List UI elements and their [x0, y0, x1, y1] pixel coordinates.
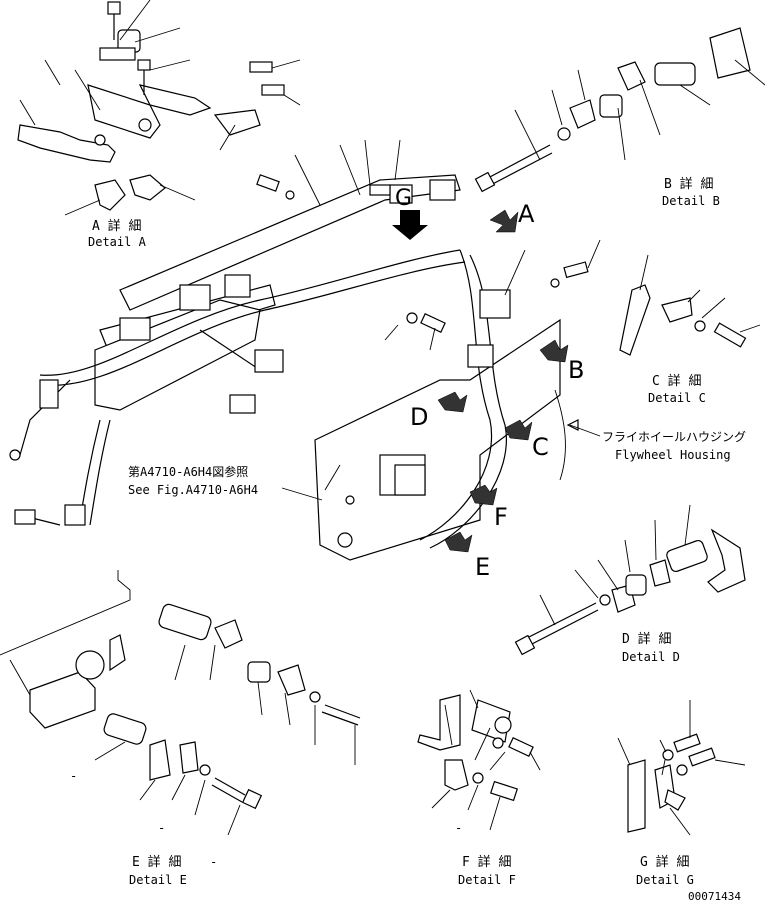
detail-e-drawing: - - - E 詳 細 Detail E [0, 570, 361, 887]
detail-f-dash: - [455, 821, 462, 835]
drawing-number: 00071434 [688, 890, 741, 903]
detail-b-en-label: Detail B [662, 194, 720, 208]
detail-c-drawing: C 詳 細 Detail C [619, 254, 761, 405]
detail-a-en-label: Detail A [88, 235, 147, 249]
detail-g-en-label: Detail G [636, 873, 694, 887]
detail-e-en-label: Detail E [129, 873, 187, 887]
detail-e-dash-b: - [158, 821, 165, 835]
detail-g-drawing: G 詳 細 Detail G [617, 700, 746, 887]
callout-a: A [518, 200, 535, 228]
callout-c: C [532, 433, 549, 461]
detail-a-jp-label: A 詳 細 [92, 218, 141, 234]
detail-c-en-label: Detail C [648, 391, 706, 405]
detail-d-jp-label: D 詳 細 [622, 631, 671, 647]
detail-f-jp-label: F 詳 細 [462, 854, 511, 870]
main-harness-assembly [9, 139, 601, 561]
detail-e-dash-c: - [210, 855, 217, 869]
callout-b: B [568, 356, 584, 384]
detail-c-jp-label: C 詳 細 [652, 373, 701, 389]
detail-f-en-label: Detail F [458, 873, 516, 887]
callout-f: F [494, 503, 508, 531]
detail-b-drawing: B 詳 細 Detail B [474, 27, 765, 208]
flywheel-housing-en: Flywheel Housing [615, 448, 731, 462]
detail-a-drawing: A 詳 細 Detail A [17, 0, 301, 249]
detail-g-jp-label: G 詳 細 [640, 854, 689, 870]
see-fig-jp: 第A4710-A6H4図参照 [128, 464, 248, 479]
callout-e: E [475, 553, 490, 581]
detail-f-drawing: - F 詳 細 Detail F [417, 689, 541, 887]
see-fig-en: See Fig.A4710-A6H4 [128, 483, 258, 497]
detail-d-drawing: D 詳 細 Detail D [514, 504, 746, 664]
detail-e-dash-a: - [70, 769, 77, 783]
detail-d-en-label: Detail D [622, 650, 680, 664]
callout-d: D [410, 403, 428, 431]
callout-g: G [395, 186, 412, 211]
detail-b-jp-label: B 詳 細 [664, 176, 713, 192]
flywheel-housing-jp: フライホイールハウジング [602, 430, 746, 444]
detail-e-jp-label: E 詳 細 [132, 854, 181, 870]
